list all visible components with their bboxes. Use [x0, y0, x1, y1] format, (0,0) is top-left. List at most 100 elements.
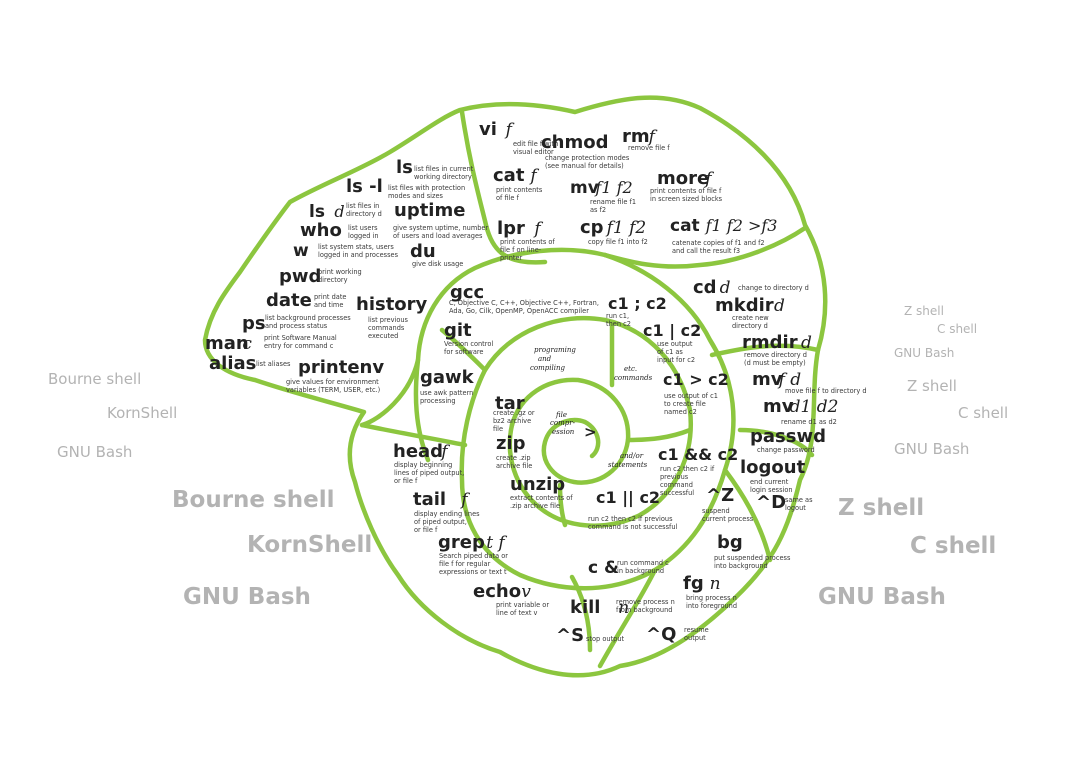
- desc-tar-1: bz2 archive: [493, 417, 531, 425]
- desc-rm-0: remove file f: [628, 144, 670, 152]
- cmd-ctrlZ: ^Z: [706, 485, 734, 506]
- right-tiny-label-3: GNU Bash: [894, 346, 955, 360]
- desc-unzip-0: extract contents of: [510, 494, 573, 502]
- desc-man-1: entry for command c: [264, 342, 334, 350]
- cmd-logout: logout: [740, 457, 806, 478]
- desc-seq-1: then c2: [606, 320, 631, 328]
- arg-fg: n: [710, 574, 721, 594]
- desc-ctrlS-0: stop output: [586, 635, 624, 643]
- right-small-label-3: GNU Bash: [894, 440, 970, 458]
- desc-head-2: or file f: [394, 477, 418, 485]
- section-andor-1: statements: [608, 461, 648, 469]
- desc-bgrun-1: in background: [617, 567, 664, 575]
- desc-lpr-2: printer: [500, 254, 523, 262]
- cmd-man: man: [205, 333, 249, 354]
- desc-ctrlZ-1: current process: [702, 515, 754, 523]
- desc-ps-1: and process status: [265, 322, 328, 330]
- arg-grep: t f: [486, 533, 507, 553]
- desc-tail-0: display ending lines: [414, 510, 480, 518]
- desc-alias-0: list aliases: [256, 360, 291, 368]
- desc-mvdd-0: rename d1 as d2: [781, 418, 837, 426]
- desc-history-0: list previous: [368, 316, 409, 324]
- right-tiny-label-1: Z shell: [904, 304, 944, 318]
- desc-ls_d-0: list files in: [346, 202, 379, 210]
- arg-mv: f1 f2: [594, 178, 632, 197]
- cmd-du: du: [410, 241, 436, 262]
- cmd-ls_l: ls -l: [346, 176, 383, 197]
- desc-uptime-1: of users and load averages: [393, 232, 483, 240]
- desc-cp-0: copy file f1 into f2: [588, 238, 648, 246]
- desc-echo-1: line of text v: [496, 609, 538, 617]
- desc-seq-0: run c1,: [606, 312, 629, 320]
- desc-cat3-0: catenate copies of f1 and f2: [672, 239, 765, 247]
- cmd-and: c1 && c2: [658, 445, 738, 464]
- desc-ls_l-0: list files with protection: [388, 184, 465, 192]
- desc-who-0: list users: [348, 224, 378, 232]
- desc-mkdir-1: directory d: [732, 322, 768, 330]
- cmd-vi: vi: [479, 119, 497, 140]
- section-file-2: ession: [552, 428, 575, 436]
- cmd-printenv: printenv: [298, 357, 384, 378]
- cmd-fg: fg: [683, 573, 704, 594]
- desc-vi-1: visual editor: [513, 148, 554, 156]
- arg-tail: f: [459, 490, 470, 510]
- section-etc-1: commands: [614, 374, 653, 382]
- desc-man-0: print Software Manual: [264, 334, 337, 342]
- desc-echo-0: print variable or: [496, 601, 549, 609]
- section-programming-0: programing: [534, 346, 576, 354]
- cmd-alias: alias: [209, 353, 256, 374]
- desc-gcc-0: C, Objective C, C++, Objective C++, Fort…: [449, 299, 599, 307]
- desc-w-0: list system stats, users: [318, 243, 394, 251]
- desc-redir-2: named c2: [664, 408, 697, 416]
- cmd-zip: zip: [496, 433, 526, 454]
- cmd-gawk: gawk: [420, 367, 475, 388]
- cmd-who: who: [300, 220, 342, 241]
- desc-date-0: print date: [314, 293, 346, 301]
- cmd-mvdd: mv: [763, 396, 794, 417]
- desc-passwd-0: change password: [757, 446, 815, 454]
- desc-tar-2: file: [493, 425, 503, 433]
- cmd-ctrlS: ^S: [556, 625, 584, 646]
- desc-cat3-1: and call the result f3: [672, 247, 740, 255]
- desc-pipe-0: use output: [657, 340, 693, 348]
- desc-mkdir-0: create new: [732, 314, 769, 322]
- desc-who-1: logged in: [348, 232, 379, 240]
- desc-mvfd-0: move file f to directory d: [785, 387, 867, 395]
- desc-chmod-1: (see manual for details): [545, 162, 624, 170]
- cmd-rm: rm: [622, 126, 650, 147]
- cmd-cd: cd: [693, 277, 717, 298]
- cmd-pipe: c1 | c2: [643, 321, 701, 341]
- desc-ctrlD-1: logout: [785, 504, 806, 512]
- divider-left-ring: [439, 327, 488, 373]
- cmd-bg: bg: [717, 532, 743, 553]
- desc-history-2: executed: [368, 332, 398, 340]
- cmd-git: git: [444, 320, 472, 341]
- cmd-gcc: gcc: [450, 282, 484, 303]
- desc-uptime-0: give system uptime, number: [393, 224, 488, 232]
- cmd-bgrun: c &: [588, 558, 619, 578]
- left-small-label-2: KornShell: [107, 404, 178, 422]
- desc-redir-0: use output of c1: [664, 392, 718, 400]
- desc-gawk-0: use awk pattern: [420, 389, 473, 397]
- desc-pipe-2: input for c2: [657, 356, 695, 364]
- cmd-kill: kill: [570, 597, 600, 618]
- cmd-chmod: chmod: [541, 132, 609, 153]
- right-tiny-label-2: C shell: [937, 322, 978, 336]
- cmd-uptime: uptime: [394, 200, 465, 221]
- desc-fg-1: into foreground: [686, 602, 737, 610]
- cmd-mkdir: mkdir: [715, 295, 774, 316]
- cmd-cat: cat: [493, 165, 525, 186]
- divider-right-ring-b: [737, 427, 815, 458]
- desc-ls_d-1: directory d: [346, 210, 382, 218]
- arg-lpr: f: [532, 219, 543, 239]
- arg-cd: d: [720, 278, 731, 298]
- desc-ctrlZ-0: suspend: [702, 507, 730, 515]
- arg-cat: f: [528, 166, 539, 186]
- desc-unzip-1: .zip archive file: [510, 502, 560, 510]
- cmd-mv: mv: [570, 178, 599, 198]
- desc-or-1: command is not successful: [588, 523, 678, 531]
- cmd-mvfd: mv: [752, 369, 783, 390]
- middle-ring: [359, 247, 608, 428]
- desc-printenv-1: variables (TERM, USER, etc.): [286, 386, 380, 394]
- arg-kill: n: [618, 598, 629, 618]
